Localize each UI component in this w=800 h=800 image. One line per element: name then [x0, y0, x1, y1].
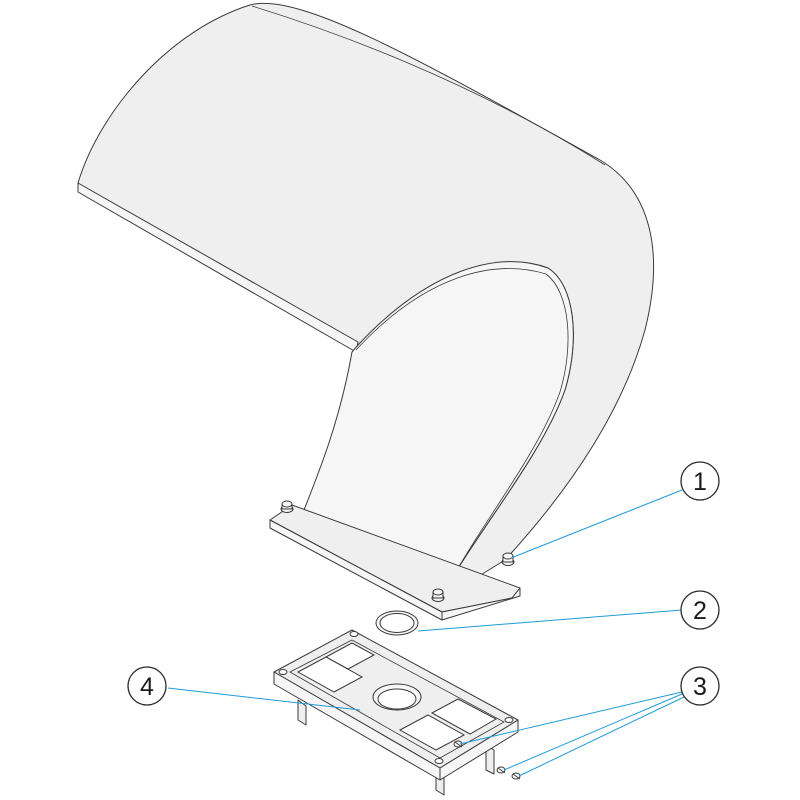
callout-1: 1 [680, 461, 720, 501]
corner-hole-2 [278, 669, 288, 675]
leader-3c [518, 696, 685, 777]
gasket-inner [379, 613, 415, 633]
spout-flange [269, 500, 521, 621]
screw-c [511, 772, 521, 780]
screw-b [496, 766, 506, 774]
spout-back-edge [251, 5, 606, 166]
callout-2: 2 [680, 590, 720, 630]
pocket-4 [430, 698, 498, 735]
base-inner-frame [289, 639, 505, 759]
base-center-hole [377, 688, 417, 710]
callout-3: 3 [680, 666, 720, 706]
pocket-1 [296, 656, 364, 693]
pocket-3 [398, 714, 466, 751]
callout-4: 4 [127, 666, 167, 706]
leader-lines [167, 489, 685, 777]
leader-4 [167, 687, 361, 711]
corner-hole-3 [504, 717, 514, 723]
callout-1-label: 1 [693, 468, 707, 496]
gasket-part [375, 610, 419, 636]
corner-hole-1 [349, 631, 359, 637]
flange-screw-3 [431, 588, 445, 602]
corner-hole-4 [434, 758, 444, 764]
callout-4-label: 4 [140, 673, 154, 701]
spout-inner-edge [355, 268, 569, 597]
pocket-2 [324, 642, 376, 670]
leader-3a [459, 691, 683, 745]
spout-front-face [299, 261, 574, 601]
callout-3-label: 3 [693, 673, 707, 701]
screw-parts [453, 740, 521, 780]
leader-3b [503, 693, 683, 771]
callout-2-label: 2 [693, 597, 707, 625]
flange-side [441, 587, 521, 621]
spout-part [77, 2, 655, 601]
leader-1 [510, 489, 683, 559]
screw-a [453, 740, 463, 748]
flange-screw-1 [280, 500, 294, 513]
base-plate-part [273, 629, 519, 796]
flange-screw-2 [501, 552, 515, 566]
leader-2 [417, 609, 683, 632]
